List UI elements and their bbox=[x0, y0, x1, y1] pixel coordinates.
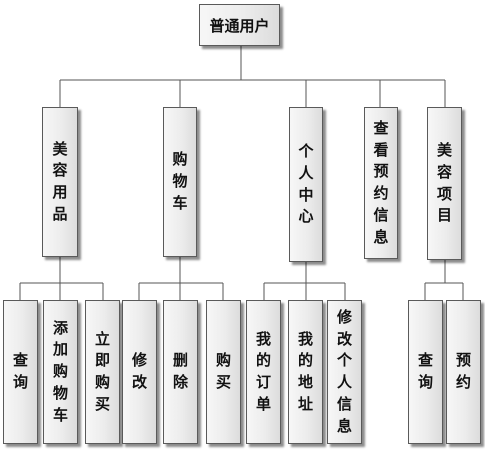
node-cart-purchase: 购买 bbox=[206, 300, 241, 444]
node-label: 查询 bbox=[418, 351, 434, 391]
node-label: 购买 bbox=[216, 351, 232, 391]
node-label: 删除 bbox=[173, 351, 189, 391]
node-root: 普通用户 bbox=[199, 4, 280, 46]
node-appointment: 预约 bbox=[446, 300, 481, 444]
node-buy-now: 立即购买 bbox=[85, 300, 120, 444]
node-label: 我的地址 bbox=[298, 329, 314, 413]
node-cart-modify: 修改 bbox=[122, 300, 157, 444]
node-cart-delete: 删除 bbox=[163, 300, 198, 444]
node-label: 修改个人信息 bbox=[337, 307, 353, 435]
node-label: 购物车 bbox=[172, 150, 188, 212]
node-label: 预约 bbox=[456, 351, 472, 391]
node-my-address: 我的地址 bbox=[288, 300, 323, 444]
node-label: 查看预约信息 bbox=[373, 118, 389, 246]
node-category-beauty-services: 美容项目 bbox=[427, 107, 462, 260]
node-category-personal-center: 个人中心 bbox=[289, 107, 323, 262]
node-label: 美容用品 bbox=[52, 139, 68, 223]
node-root-label: 普通用户 bbox=[209, 16, 270, 35]
node-label: 查询 bbox=[13, 351, 29, 391]
node-beauty-services-query: 查询 bbox=[408, 300, 443, 444]
node-add-to-cart: 添加购物车 bbox=[43, 300, 78, 444]
node-category-cart: 购物车 bbox=[163, 107, 197, 257]
node-label: 美容项目 bbox=[437, 141, 453, 225]
node-label: 个人中心 bbox=[298, 142, 314, 226]
node-label: 添加购物车 bbox=[53, 318, 69, 424]
node-label: 修改 bbox=[132, 351, 148, 391]
node-edit-profile: 修改个人信息 bbox=[327, 300, 362, 444]
node-label: 立即购买 bbox=[95, 329, 111, 413]
node-label: 我的订单 bbox=[256, 329, 272, 413]
node-category-view-appointments: 查看预约信息 bbox=[364, 107, 398, 259]
node-beauty-products-query: 查询 bbox=[3, 300, 38, 444]
node-category-beauty-products: 美容用品 bbox=[42, 107, 78, 257]
node-my-orders: 我的订单 bbox=[246, 300, 281, 444]
